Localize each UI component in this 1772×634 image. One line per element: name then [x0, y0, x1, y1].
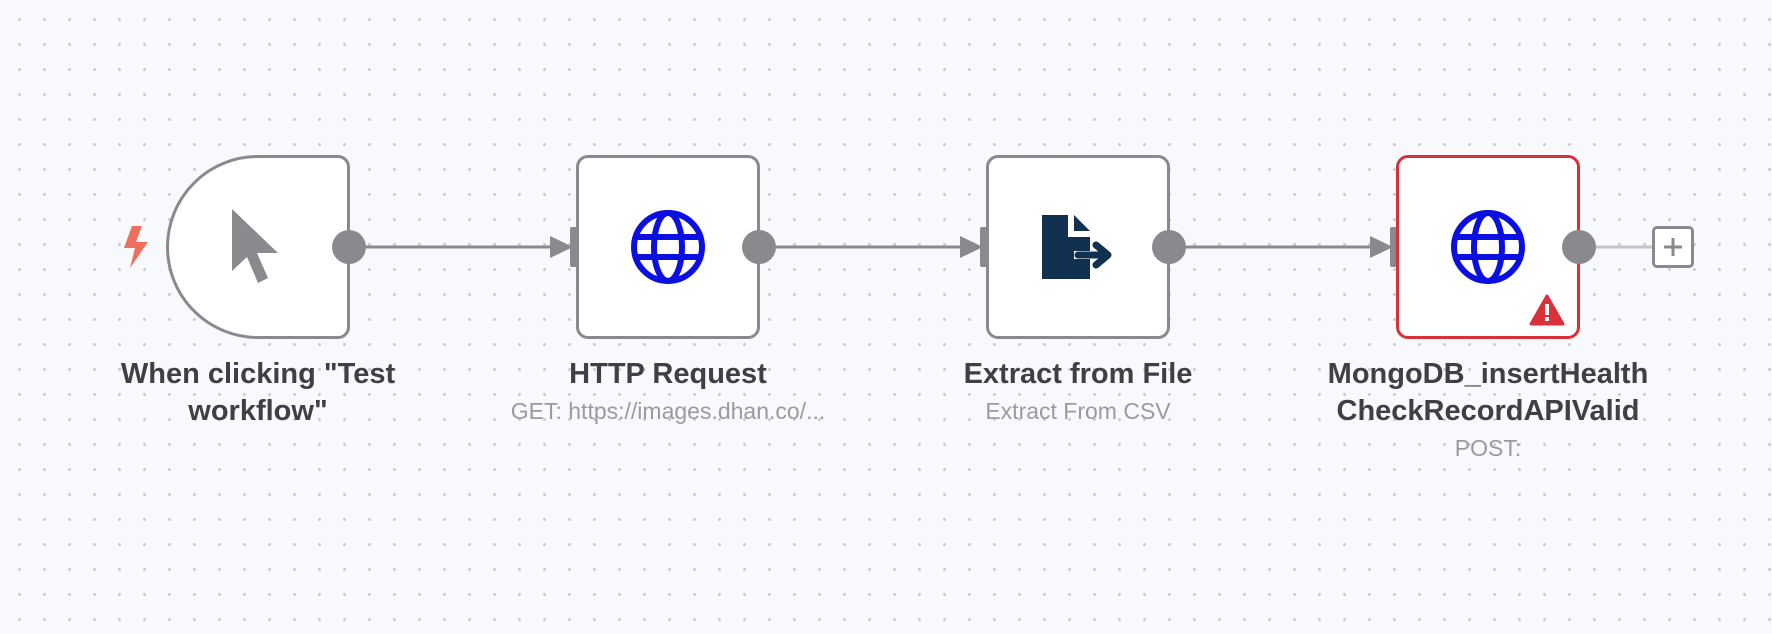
plus-icon: [1664, 238, 1682, 256]
node-label-mongodb-insert: MongoDB_insertHealth CheckRecordAPIValid…: [1298, 356, 1678, 463]
connection-extract-to-mongodb[interactable]: [1186, 236, 1393, 258]
node-subtitle: Extract From CSV: [985, 398, 1171, 424]
node-title: HTTP Request: [569, 358, 767, 390]
node-title: When clicking "Test workflow": [120, 358, 396, 427]
connection-http-to-extract[interactable]: [776, 236, 983, 258]
output-port-mongodb-insert[interactable]: [1562, 230, 1596, 264]
output-port-trigger[interactable]: [332, 230, 366, 264]
node-label-extract-from-file: Extract from File Extract From CSV: [888, 356, 1268, 426]
node-label-http-request: HTTP Request GET: https://images.dhan.co…: [478, 356, 858, 426]
trigger-bolt-icon: [124, 226, 148, 268]
cursor-icon: [232, 209, 278, 283]
node-label-trigger: When clicking "Test workflow": [68, 356, 448, 430]
globe-icon: [631, 210, 705, 284]
node-subtitle: POST:: [1454, 435, 1522, 461]
connection-trigger-to-http[interactable]: [366, 236, 573, 258]
node-mongodb-insert[interactable]: [1396, 155, 1580, 339]
node-extract-from-file[interactable]: [986, 155, 1170, 339]
file-export-icon: [1042, 215, 1112, 279]
warning-icon[interactable]: [1529, 294, 1565, 326]
node-manual-trigger[interactable]: [166, 155, 350, 339]
output-port-http-request[interactable]: [742, 230, 776, 264]
node-title: MongoDB_insertHealth CheckRecordAPIValid: [1327, 358, 1649, 427]
node-subtitle: GET: https://images.dhan.co/...: [510, 398, 826, 424]
output-port-extract-from-file[interactable]: [1152, 230, 1186, 264]
globe-icon: [1451, 210, 1525, 284]
add-node-button[interactable]: [1652, 226, 1694, 268]
node-title: Extract from File: [963, 358, 1193, 390]
node-http-request[interactable]: [576, 155, 760, 339]
